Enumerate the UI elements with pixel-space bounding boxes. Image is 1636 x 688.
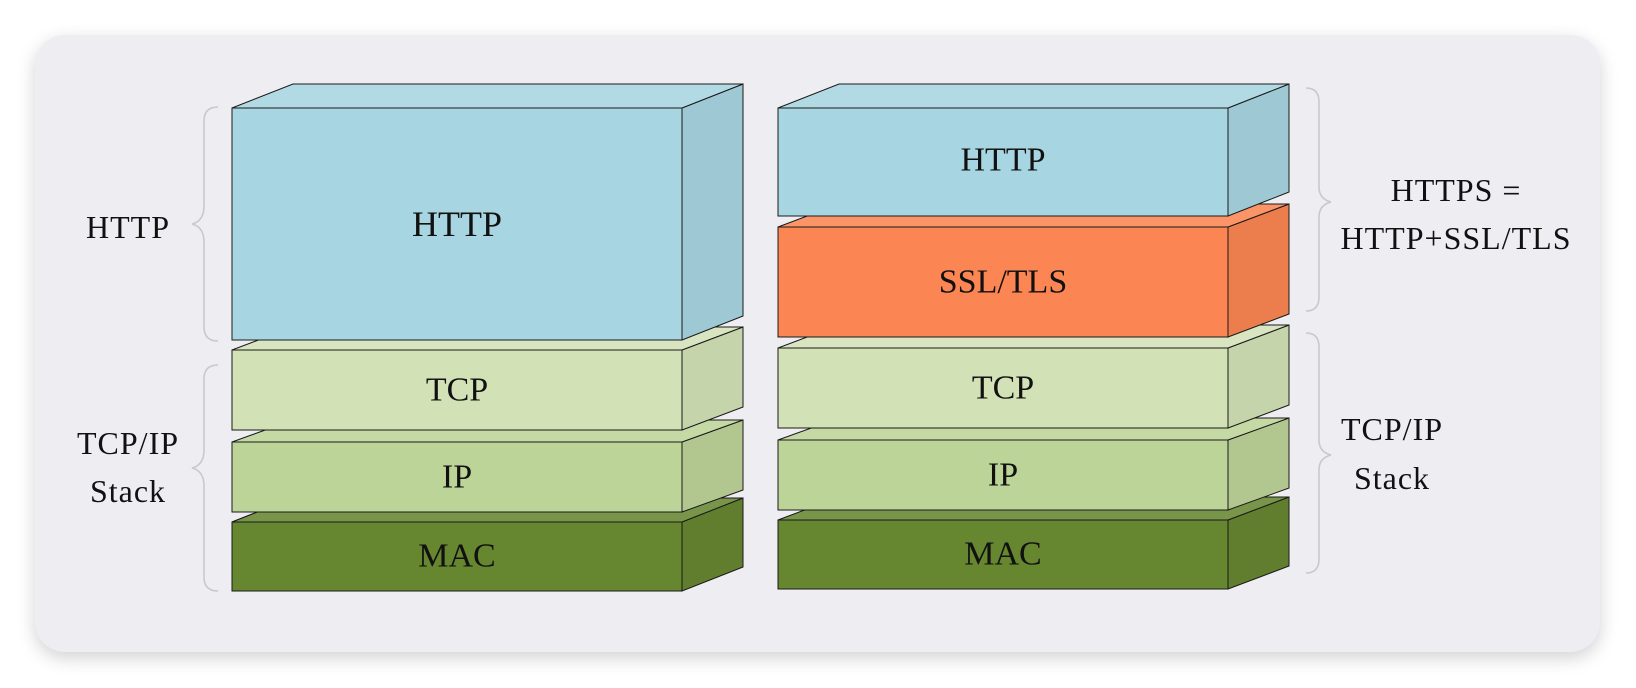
- right-http-topface: [777, 83, 1290, 109]
- left-layer-ip: IP: [231, 419, 744, 513]
- right-mac-label: MAC: [964, 536, 1041, 573]
- right-tcp-label: TCP: [972, 370, 1034, 407]
- right-layer-ip: IP: [777, 417, 1290, 511]
- left-layer-http: HTTP: [231, 83, 744, 341]
- left-http-brace-label: HTTP: [86, 209, 170, 245]
- right-stack: MAC IP TCP SSL/TLS HTTP: [777, 83, 1290, 590]
- right-https-brace-label-line2: HTTP+SSL/TLS: [1341, 220, 1572, 256]
- left-http-label: HTTP: [412, 204, 502, 244]
- right-tcpip-brace-label-line1: TCP/IP: [1341, 411, 1443, 447]
- left-tcpip-brace-label-line2: Stack: [90, 473, 166, 509]
- left-ip-label: IP: [442, 459, 472, 496]
- left-layer-tcp: TCP: [231, 326, 744, 431]
- right-braces: HTTPS = HTTP+SSL/TLS TCP/IP Stack: [1305, 87, 1572, 574]
- right-tcpip-brace-label-line2: Stack: [1354, 460, 1430, 496]
- left-tcpip-brace-label-line1: TCP/IP: [77, 425, 179, 461]
- right-ssl-label: SSL/TLS: [939, 264, 1067, 301]
- right-https-brace: [1305, 87, 1332, 312]
- right-https-brace-label-line1: HTTPS =: [1391, 172, 1522, 208]
- left-http-side: [681, 83, 744, 341]
- right-ip-label: IP: [988, 457, 1018, 494]
- left-mac-label: MAC: [418, 538, 495, 575]
- left-http-topface: [231, 83, 744, 109]
- right-http-label: HTTP: [961, 142, 1046, 179]
- left-tcp-label: TCP: [426, 372, 488, 409]
- left-braces: HTTP TCP/IP Stack: [77, 106, 219, 592]
- left-http-brace: [191, 106, 219, 342]
- right-layer-http: HTTP: [777, 83, 1290, 217]
- right-tcpip-brace: [1305, 332, 1332, 574]
- left-stack: MAC IP TCP HTTP: [231, 83, 744, 592]
- left-tcpip-brace: [191, 364, 219, 592]
- right-layer-tcp: TCP: [777, 324, 1290, 429]
- right-layer-ssl-tls: SSL/TLS: [777, 203, 1290, 338]
- right-layer-mac: MAC: [777, 496, 1290, 590]
